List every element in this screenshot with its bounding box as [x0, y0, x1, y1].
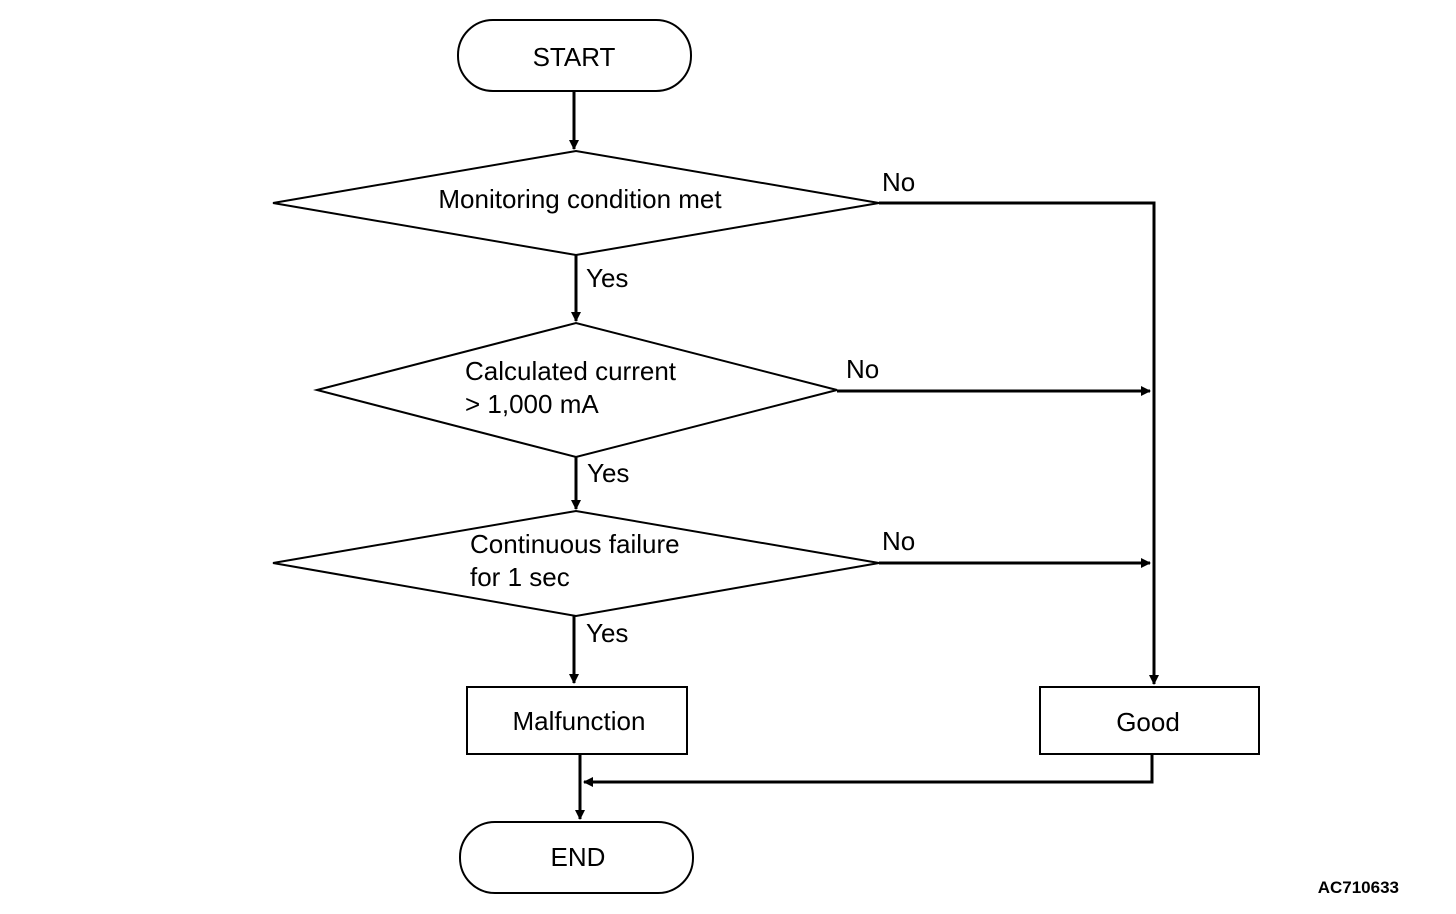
end-terminal: END — [459, 821, 694, 894]
good-box: Good — [1039, 686, 1260, 755]
decision-failure: Continuous failure for 1 sec — [272, 509, 880, 618]
malfunction-box: Malfunction — [466, 686, 688, 755]
yes-label-2: Yes — [587, 458, 629, 488]
decision-monitoring-label: Monitoring condition met — [438, 184, 722, 214]
start-label: START — [533, 42, 616, 72]
decision-monitoring: Monitoring condition met — [272, 149, 880, 257]
decision-current-line1: Calculated current — [465, 356, 677, 386]
end-label: END — [551, 842, 606, 872]
connector-good-to-end — [583, 754, 1154, 787]
malfunction-label: Malfunction — [513, 706, 646, 736]
decision-failure-line2: for 1 sec — [470, 562, 570, 592]
no-label-1: No — [882, 167, 915, 197]
decision-current-line2: > 1,000 mA — [465, 389, 599, 419]
figure-code: AC710633 — [1318, 878, 1399, 897]
yes-label-3: Yes — [586, 618, 628, 648]
start-terminal: START — [457, 19, 692, 92]
yes-label-1: Yes — [586, 263, 628, 293]
good-label: Good — [1116, 707, 1180, 737]
no-label-2: No — [846, 354, 879, 384]
connector-monitoring-no — [879, 201, 1159, 685]
decision-current: Calculated current > 1,000 mA — [313, 321, 838, 459]
decision-failure-line1: Continuous failure — [470, 529, 680, 559]
no-label-3: No — [882, 526, 915, 556]
